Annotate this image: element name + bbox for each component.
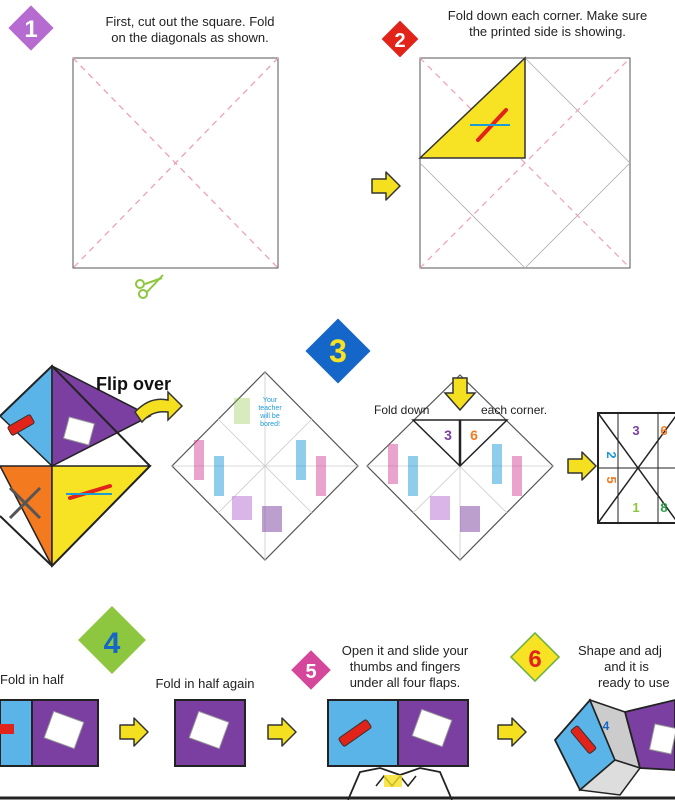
step4-arrow-b — [268, 718, 296, 746]
step5-arrow — [498, 718, 526, 746]
svg-text:3: 3 — [329, 333, 347, 369]
svg-text:8: 8 — [660, 500, 667, 515]
svg-text:6: 6 — [470, 427, 478, 443]
svg-text:4: 4 — [603, 719, 610, 733]
step5-instruction: Open it and slide your thumbs and finger… — [320, 643, 490, 691]
svg-text:Your: Your — [263, 397, 278, 404]
step1-badge: 1 — [8, 5, 53, 50]
step4-arrow-a — [120, 718, 148, 746]
step1-to-2-arrow — [372, 172, 400, 200]
step6-badge: 6 — [511, 633, 559, 681]
fold-in-half-shape — [0, 700, 98, 766]
svg-text:1: 1 — [632, 500, 639, 515]
finished-fortune-teller: 4 — [555, 700, 675, 795]
svg-text:4: 4 — [104, 627, 121, 660]
step5-text-line2: thumbs and fingers — [320, 659, 490, 675]
scissors-icon — [136, 275, 163, 298]
flip-over-arrow — [135, 392, 182, 422]
step1-square — [73, 58, 278, 268]
fold-down-label: Fold down — [374, 402, 444, 418]
step2-text-line1: Fold down each corner. Make sure — [420, 8, 675, 24]
step1-text-line1: First, cut out the square. Fold — [60, 14, 320, 30]
step5-text-line1: Open it and slide your — [320, 643, 490, 659]
svg-text:3: 3 — [444, 427, 452, 443]
step6-text-line3: ready to use — [578, 675, 675, 691]
svg-text:1: 1 — [24, 16, 37, 43]
svg-text:5: 5 — [604, 476, 619, 483]
svg-text:2: 2 — [604, 451, 619, 458]
step2-square — [420, 58, 630, 268]
labeled-diamond: Your teacher will be bored! — [172, 372, 358, 560]
colored-fortune-teller — [0, 366, 150, 566]
step6-text-line2: and it is — [578, 659, 675, 675]
step1-instruction: First, cut out the square. Fold on the d… — [60, 14, 320, 46]
step3-to-final-arrow — [568, 452, 596, 480]
folded-square: 3 6 2 5 1 8 — [598, 413, 675, 523]
svg-text:6: 6 — [528, 646, 541, 673]
step4-badge: 4 — [78, 606, 146, 674]
step2-badge: 2 — [382, 21, 419, 58]
svg-text:6: 6 — [660, 423, 667, 438]
step6-instruction: Shape and adj and it is ready to use — [578, 643, 675, 691]
svg-text:will be: will be — [259, 413, 280, 420]
step3-badge: 3 — [305, 318, 370, 383]
step2-instruction: Fold down each corner. Make sure the pri… — [420, 8, 675, 40]
fold-in-half-again-label: Fold in half again — [140, 676, 270, 692]
fold-in-half-again-shape — [175, 700, 245, 766]
flip-over-label: Flip over — [96, 376, 186, 392]
step5-text-line3: under all four flaps. — [320, 675, 490, 691]
svg-text:5: 5 — [305, 661, 316, 683]
open-with-fingers-shape — [328, 700, 468, 800]
step2-text-line2: the printed side is showing. — [420, 24, 675, 40]
svg-text:2: 2 — [394, 30, 405, 52]
svg-text:teacher: teacher — [258, 405, 282, 412]
svg-text:bored!: bored! — [260, 421, 280, 428]
step1-text-line2: on the diagonals as shown. — [60, 30, 320, 46]
svg-text:3: 3 — [632, 423, 639, 438]
step6-text-line1: Shape and adj — [578, 643, 675, 659]
each-corner-label: each corner. — [481, 402, 571, 418]
fold-in-half-label: Fold in half — [0, 672, 80, 688]
